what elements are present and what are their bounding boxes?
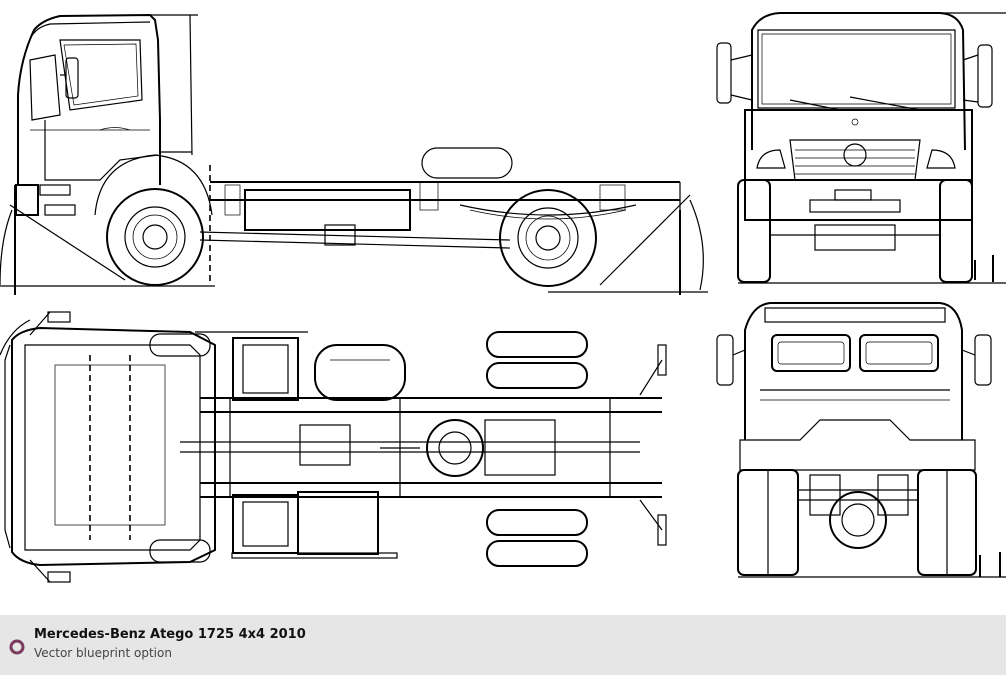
blueprint-drawing (0, 12, 1006, 583)
blueprint-title: Mercedes-Benz Atego 1725 4x4 2010 (34, 627, 306, 642)
side-view (0, 13, 708, 295)
blueprint-subtitle[interactable]: Vector blueprint option (34, 646, 172, 660)
caption-bar (0, 615, 1006, 675)
top-view (0, 311, 667, 583)
front-view (716, 12, 1006, 284)
circle-marker-icon (9, 639, 25, 655)
rear-view (716, 302, 1006, 578)
